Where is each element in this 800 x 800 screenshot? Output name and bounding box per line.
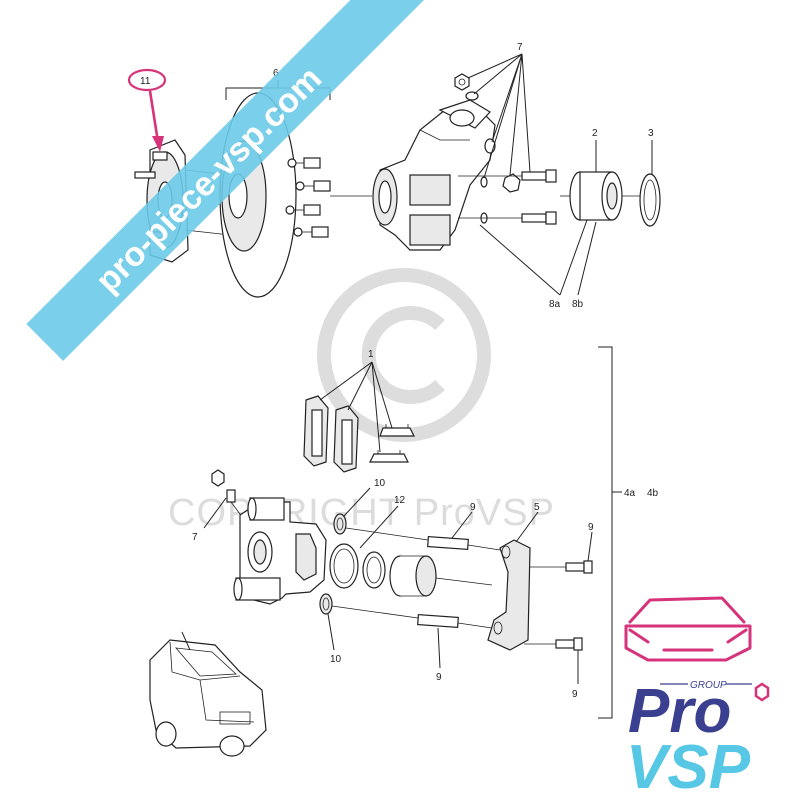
callout-7-left: 7 xyxy=(192,532,198,543)
wheel-bearing xyxy=(560,171,623,221)
callout-10-bottom: 10 xyxy=(330,654,342,665)
callout-9-right-top: 9 xyxy=(588,522,594,533)
callout-11: 11 xyxy=(140,76,151,87)
logo-vsp: VSP xyxy=(626,733,751,800)
callout-2: 2 xyxy=(592,128,598,139)
knuckle-nuts xyxy=(454,73,521,224)
callout-9-right-bottom: 9 xyxy=(572,689,578,700)
banner-stripe xyxy=(26,0,460,361)
copyright-watermark: © COPYRIGHT ProVSP xyxy=(168,268,554,534)
top-leader-lines xyxy=(467,53,653,296)
callout-4b: 4b xyxy=(647,488,659,499)
callout-1: 1 xyxy=(368,349,374,360)
callout-12: 12 xyxy=(394,495,406,506)
callout-10-top: 10 xyxy=(374,478,386,489)
logo-pro: Pro xyxy=(628,677,731,746)
arrow-icon xyxy=(152,136,164,152)
callout-8a: 8a xyxy=(549,299,561,310)
callout-4a: 4a xyxy=(624,488,636,499)
callout-9-bottom: 9 xyxy=(436,672,442,683)
bleed-screw: 7 xyxy=(192,469,253,543)
steering-knuckle xyxy=(372,99,496,251)
callout-5: 5 xyxy=(534,502,540,513)
caliper-piston xyxy=(389,555,493,597)
piston-seals: 12 xyxy=(329,495,406,589)
logo-group-label: GROUP xyxy=(690,680,727,691)
circlip xyxy=(622,173,661,227)
bracket-bolts: 9 9 xyxy=(524,522,594,700)
car-outline-icon xyxy=(624,596,752,662)
copyright-c-icon xyxy=(361,306,445,404)
kit-bracket-4: 4a 4b xyxy=(598,346,659,719)
brake-pads: 1 xyxy=(303,349,415,473)
hub-bolts xyxy=(285,157,372,238)
guide-pins: 9 9 xyxy=(331,502,501,683)
provsp-logo: GROUP Pro VSP xyxy=(624,596,770,800)
highlight-callout-11: 11 xyxy=(127,68,167,152)
dust-caps: 10 10 xyxy=(319,478,386,665)
caliper-bracket: 5 xyxy=(487,502,540,651)
callout-9-top: 9 xyxy=(470,502,476,513)
hex-nut-icon xyxy=(754,682,770,702)
brake-caliper-assembly: 7 10 10 xyxy=(192,469,594,700)
caliper-body xyxy=(233,497,327,605)
vehicle-illustration xyxy=(149,631,267,757)
callout-7-top: 7 xyxy=(517,42,523,53)
callout-8b: 8b xyxy=(572,299,584,310)
callout-6: 6 xyxy=(273,68,279,79)
callout-3: 3 xyxy=(648,128,654,139)
caliper-mount-bolts xyxy=(458,169,557,225)
